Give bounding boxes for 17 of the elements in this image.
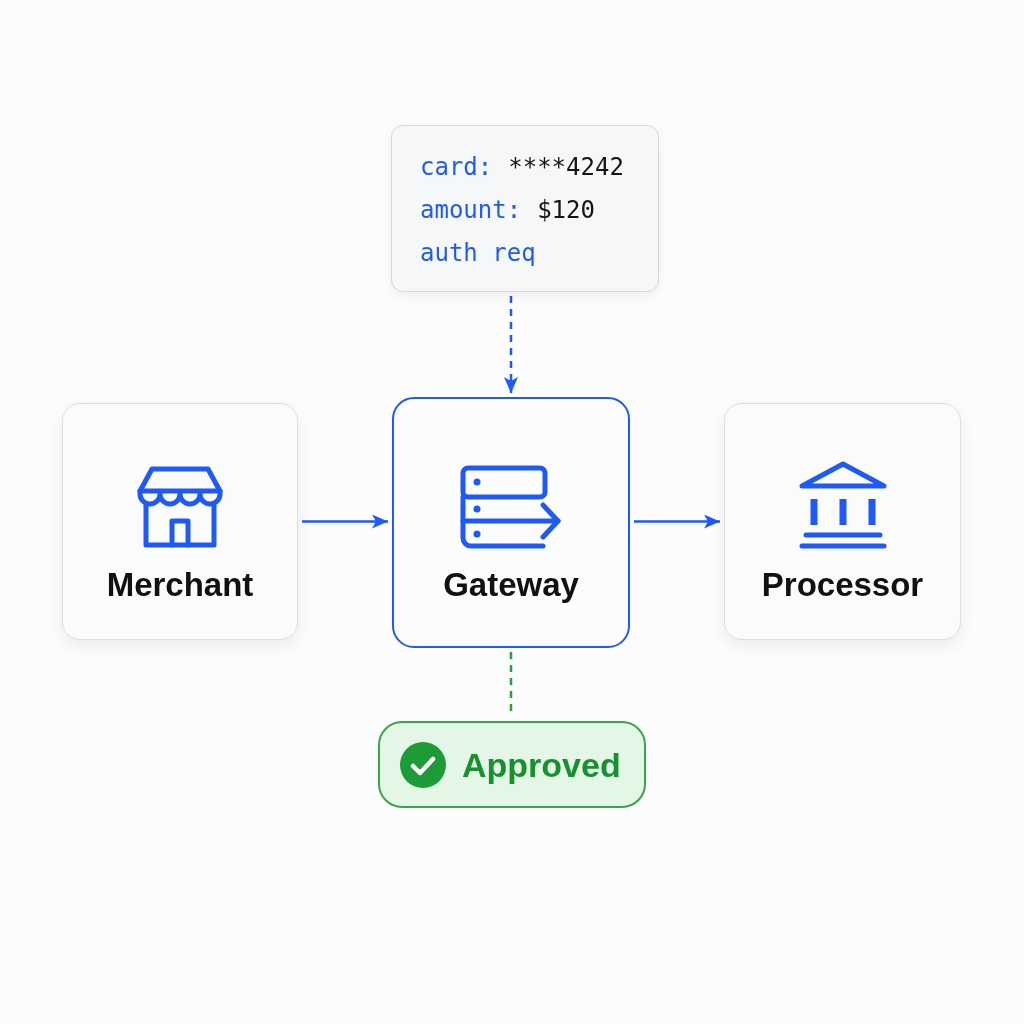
- dashed-arrow: [504, 296, 518, 393]
- code-key: auth req: [420, 232, 536, 275]
- arrow: [302, 514, 388, 529]
- code-value: $120: [537, 195, 595, 226]
- code-panel: [391, 125, 659, 292]
- service-card: [724, 403, 961, 640]
- code-value: ****4242: [508, 152, 624, 183]
- arrow: [634, 514, 720, 529]
- card-label: Processor: [761, 564, 924, 605]
- code-key: amount:: [420, 189, 522, 232]
- highlighted-card: [392, 397, 630, 648]
- card-label: Gateway: [443, 564, 579, 605]
- card-label: Merchant: [106, 564, 254, 605]
- status-label: Approved: [462, 744, 621, 785]
- status-pill: [378, 721, 646, 808]
- service-card: [62, 403, 298, 640]
- code-key: card:: [420, 146, 493, 189]
